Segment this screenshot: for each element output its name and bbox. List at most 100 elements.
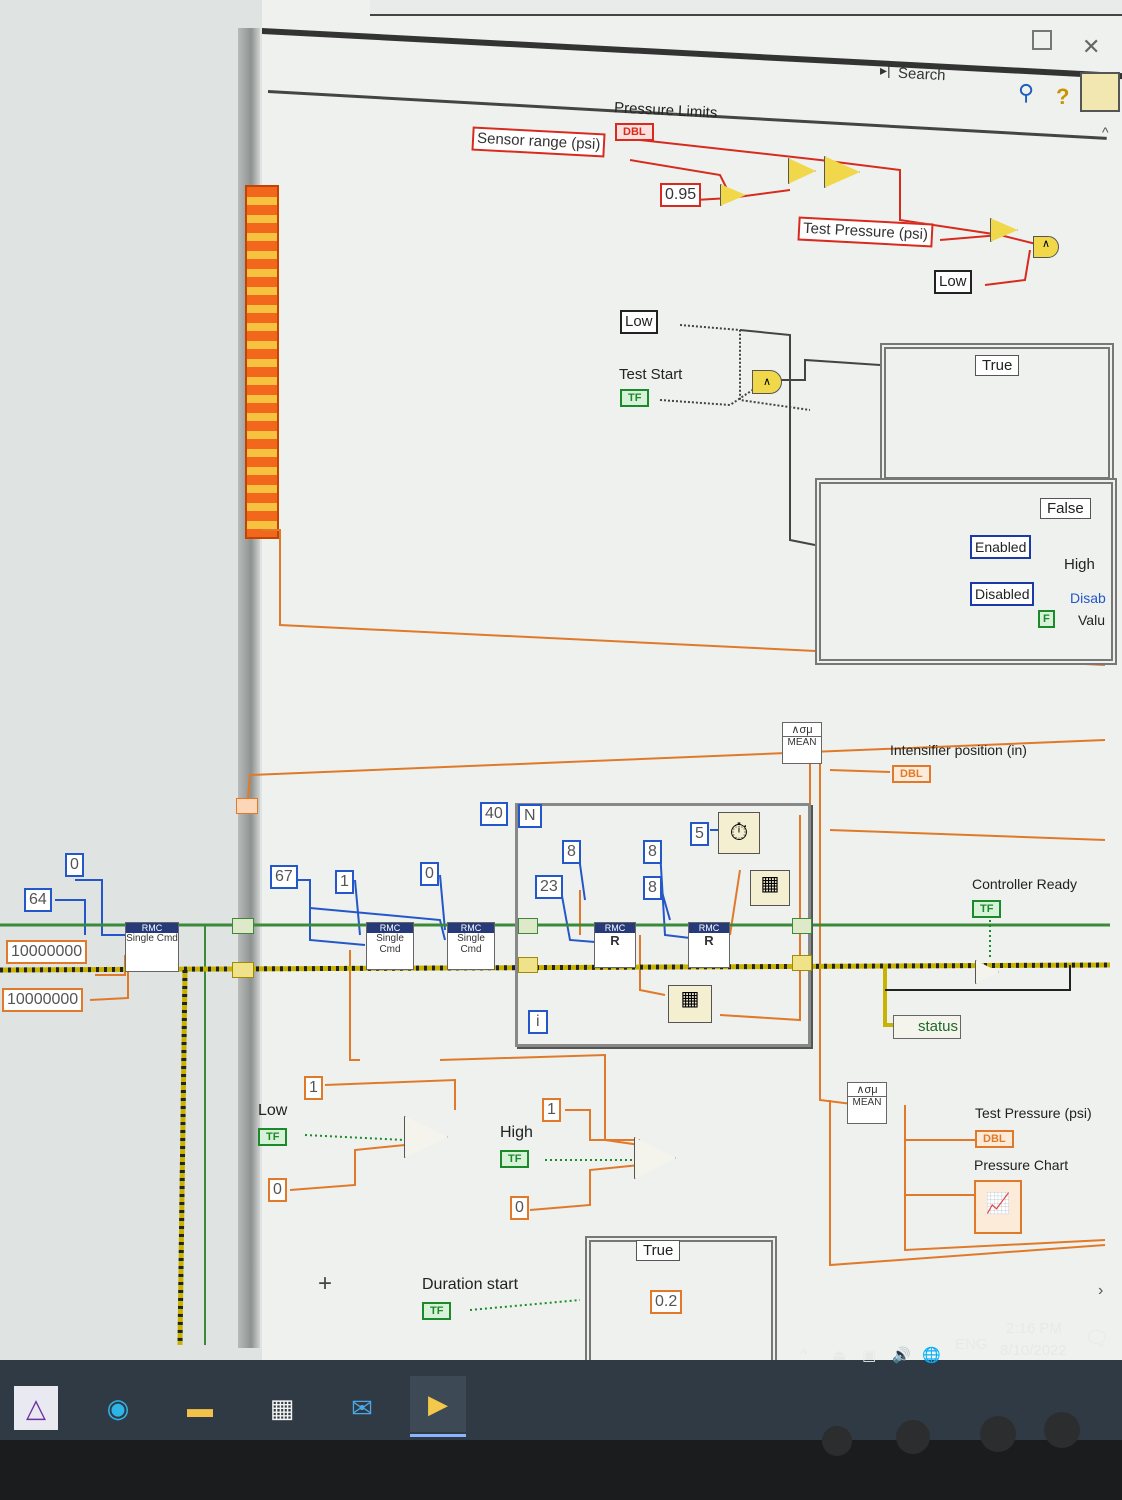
clock-time[interactable]: 2:16 PM <box>1006 1320 1062 1337</box>
low-local-mid[interactable]: Low <box>620 310 658 334</box>
constant-5[interactable]: 5 <box>690 822 709 846</box>
constant-67[interactable]: 67 <box>270 865 298 889</box>
false-constant[interactable]: F <box>1038 610 1055 628</box>
globe-icon[interactable]: 🌐 <box>922 1347 941 1364</box>
low-label: Low <box>258 1102 288 1119</box>
restore-button[interactable] <box>1032 30 1052 50</box>
help-icon[interactable]: ? <box>1056 84 1070 109</box>
monitor-button-4 <box>1044 1412 1080 1448</box>
scroll-up-icon[interactable]: ^ <box>1102 124 1109 140</box>
high-terminal[interactable]: TF <box>500 1150 530 1168</box>
constant-10000000-a[interactable]: 10000000 <box>6 940 88 964</box>
file-explorer-icon[interactable]: ▬ <box>187 1392 213 1423</box>
intensifier-position-label: Intensifier position (in) <box>890 742 1027 758</box>
monitor-button-3 <box>980 1416 1016 1452</box>
constant-8c[interactable]: 8 <box>643 876 662 900</box>
constant-0-top[interactable]: 0 <box>65 853 84 877</box>
test-start-label: Test Start <box>619 366 683 383</box>
and-node-mid: ∧ <box>752 370 782 394</box>
search-arrow-icon: ▸| <box>880 62 891 78</box>
case-selector-true[interactable]: True <box>975 355 1020 376</box>
intensifier-position-terminal[interactable]: DBL <box>892 765 931 783</box>
pressure-chart-label: Pressure Chart <box>974 1157 1069 1173</box>
constant-1-high[interactable]: 1 <box>542 1098 561 1122</box>
constant-1-low[interactable]: 1 <box>304 1076 323 1100</box>
constant-0.95[interactable]: 0.95 <box>660 183 702 207</box>
low-terminal[interactable]: TF <box>258 1128 288 1146</box>
edge-icon[interactable]: ◉ <box>106 1392 130 1423</box>
labview-icon[interactable]: ▶ <box>410 1376 466 1432</box>
high-property-label: High <box>1064 556 1095 573</box>
low-local-top[interactable]: Low <box>934 270 972 294</box>
vi-icon[interactable] <box>1080 72 1120 112</box>
for-loop <box>515 803 811 1047</box>
crosshair-cursor-icon: + <box>318 1270 333 1297</box>
wait-ms-icon[interactable]: ⏱ <box>718 812 760 854</box>
constant-8b[interactable]: 8 <box>643 840 662 864</box>
controller-ready-label: Controller Ready <box>972 876 1078 892</box>
loop-tunnel-left-2 <box>518 957 538 973</box>
usb-icon[interactable]: ⏏ <box>832 1347 847 1364</box>
labview-block-diagram-window: ✕ ▸| Search ⚲ ? ^ <box>0 0 1122 1360</box>
sequence-tunnel-3 <box>236 798 258 814</box>
constant-0-high[interactable]: 0 <box>510 1196 529 1220</box>
and-node-top: ∧ <box>1033 236 1059 258</box>
constant-0-mid[interactable]: 0 <box>420 862 439 886</box>
duration-start-label: Duration start <box>422 1276 519 1293</box>
test-pressure-terminal[interactable]: DBL <box>975 1130 1014 1148</box>
controller-ready-terminal[interactable]: TF <box>972 900 1002 918</box>
constant-23[interactable]: 23 <box>535 875 563 899</box>
status-unbundle[interactable]: status <box>893 1015 961 1039</box>
search-icon[interactable]: ⚲ <box>1018 80 1035 105</box>
labview-active-indicator <box>410 1434 466 1437</box>
disab-property-label: Disab <box>1070 590 1106 606</box>
pressure-limits-terminal[interactable]: DBL <box>615 123 654 141</box>
build-array-icon-1[interactable]: ▦ <box>750 870 790 906</box>
test-start-terminal[interactable]: TF <box>620 389 650 407</box>
volume-icon[interactable]: 🔊 <box>892 1347 911 1364</box>
valu-property-label: Valu <box>1078 612 1105 628</box>
sequence-tunnel-1 <box>232 918 254 934</box>
pressure-chart-terminal[interactable]: 📈 <box>974 1180 1022 1234</box>
sequence-frame-strip <box>245 185 279 539</box>
enabled-ring[interactable]: Enabled <box>970 535 1032 559</box>
loop-tunnel-left-1 <box>518 918 538 934</box>
case-selector-bottom[interactable]: True <box>636 1240 681 1261</box>
constant-0-low[interactable]: 0 <box>268 1178 287 1202</box>
build-array-icon-2[interactable]: ▦ <box>668 985 712 1023</box>
high-label: High <box>500 1124 533 1141</box>
constant-10000000-b[interactable]: 10000000 <box>2 988 84 1012</box>
mail-icon[interactable]: ✉ <box>351 1392 373 1423</box>
constant-8a[interactable]: 8 <box>562 840 581 864</box>
tray-overflow-icon[interactable]: ^ <box>800 1346 808 1363</box>
loop-tunnel-right-1 <box>792 918 812 934</box>
constant-64[interactable]: 64 <box>24 888 52 912</box>
window-top-edge <box>370 0 1122 16</box>
loop-n-terminal: N <box>518 804 542 828</box>
scroll-right-icon[interactable]: › <box>1098 1282 1104 1299</box>
loop-count-constant[interactable]: 40 <box>480 802 508 826</box>
status-label: status <box>918 1018 959 1035</box>
loop-tunnel-right-2 <box>792 955 812 971</box>
notification-icon[interactable]: 🗨 <box>1084 1328 1110 1350</box>
store-icon[interactable]: ▦ <box>269 1392 295 1423</box>
clock-date[interactable]: 8/10/2022 <box>1000 1342 1067 1359</box>
language-indicator[interactable]: ENG <box>955 1336 988 1353</box>
constant-1-mid[interactable]: 1 <box>335 870 354 894</box>
constant-0.2[interactable]: 0.2 <box>650 1290 683 1314</box>
autodesk-icon[interactable]: △ <box>14 1386 58 1430</box>
network-icon[interactable]: ▣ <box>862 1347 877 1364</box>
case-selector-false[interactable]: False <box>1040 498 1091 519</box>
test-pressure-label: Test Pressure (psi) <box>975 1105 1092 1121</box>
disabled-ring[interactable]: Disabled <box>970 582 1035 606</box>
wires-layer <box>0 139 1111 1346</box>
duration-start-terminal[interactable]: TF <box>422 1302 452 1320</box>
close-button[interactable]: ✕ <box>1082 34 1101 59</box>
